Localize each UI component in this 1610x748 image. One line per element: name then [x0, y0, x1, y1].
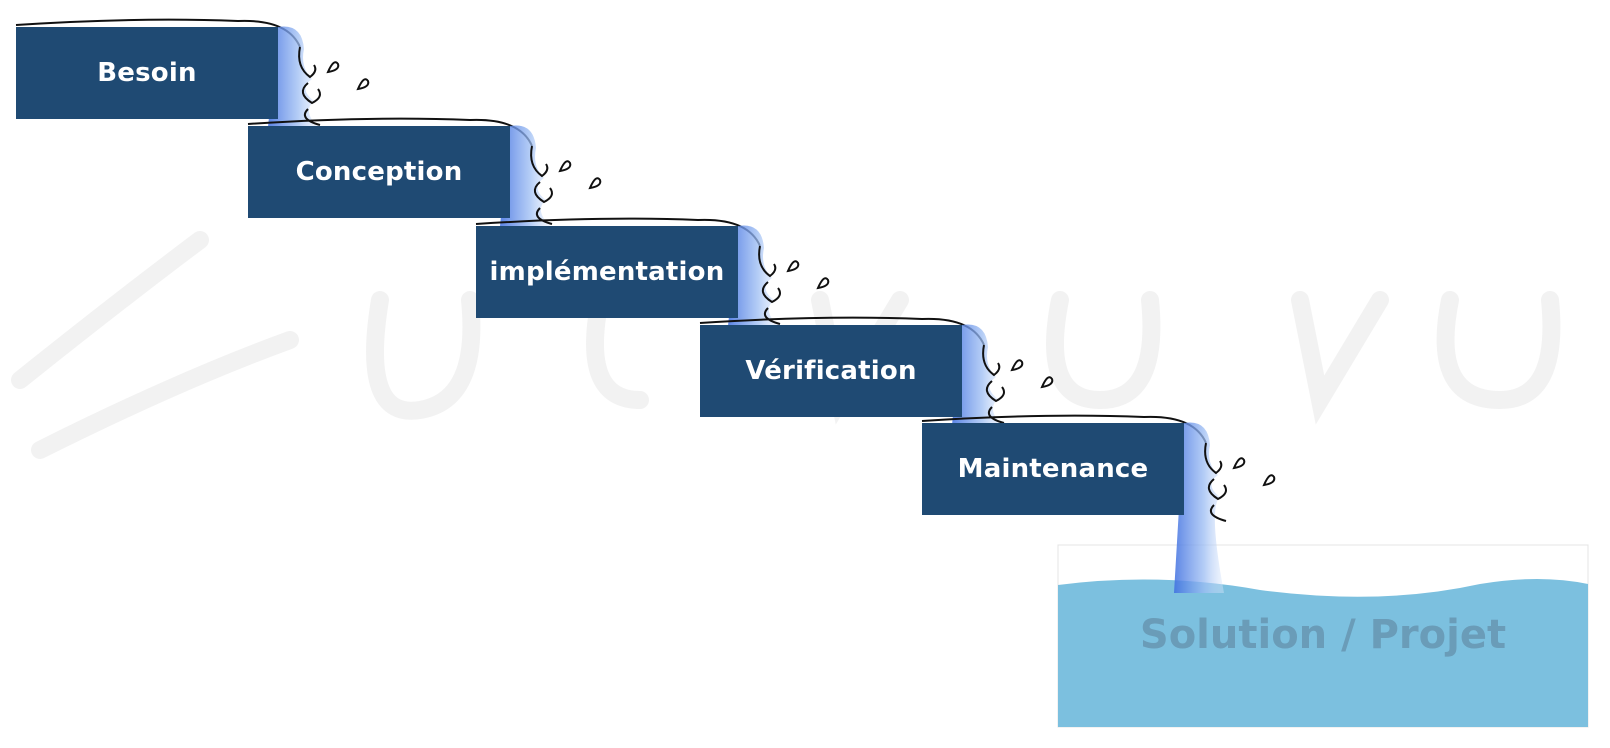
water-fall [247, 117, 602, 226]
solution-pool [1057, 544, 1589, 728]
water-fall [15, 18, 370, 127]
step-label: Conception [295, 157, 463, 187]
step-implementation: implémentation [476, 226, 738, 318]
step-label: implémentation [489, 257, 725, 287]
water-falls [15, 18, 1276, 593]
step-maintenance: Maintenance [922, 423, 1184, 515]
step-verification: Vérification [700, 325, 962, 417]
droplet [1010, 359, 1024, 372]
water-fall [699, 316, 1054, 425]
step-conception: Conception [248, 126, 510, 218]
droplet [356, 78, 370, 91]
droplet [558, 160, 572, 173]
step-label: Besoin [97, 58, 197, 88]
step-label: Vérification [745, 356, 917, 386]
step-besoin: Besoin [16, 27, 278, 119]
water-fall [921, 414, 1276, 593]
droplet [1232, 457, 1246, 470]
water-fall [475, 217, 830, 326]
droplet [326, 61, 340, 74]
droplet [1040, 376, 1054, 389]
droplet [816, 277, 830, 290]
droplet [1262, 474, 1276, 487]
pool-label: Solution / Projet [1139, 612, 1507, 658]
pool-water [1058, 579, 1588, 727]
droplet [786, 260, 800, 273]
droplet [588, 177, 602, 190]
step-label: Maintenance [957, 454, 1149, 484]
